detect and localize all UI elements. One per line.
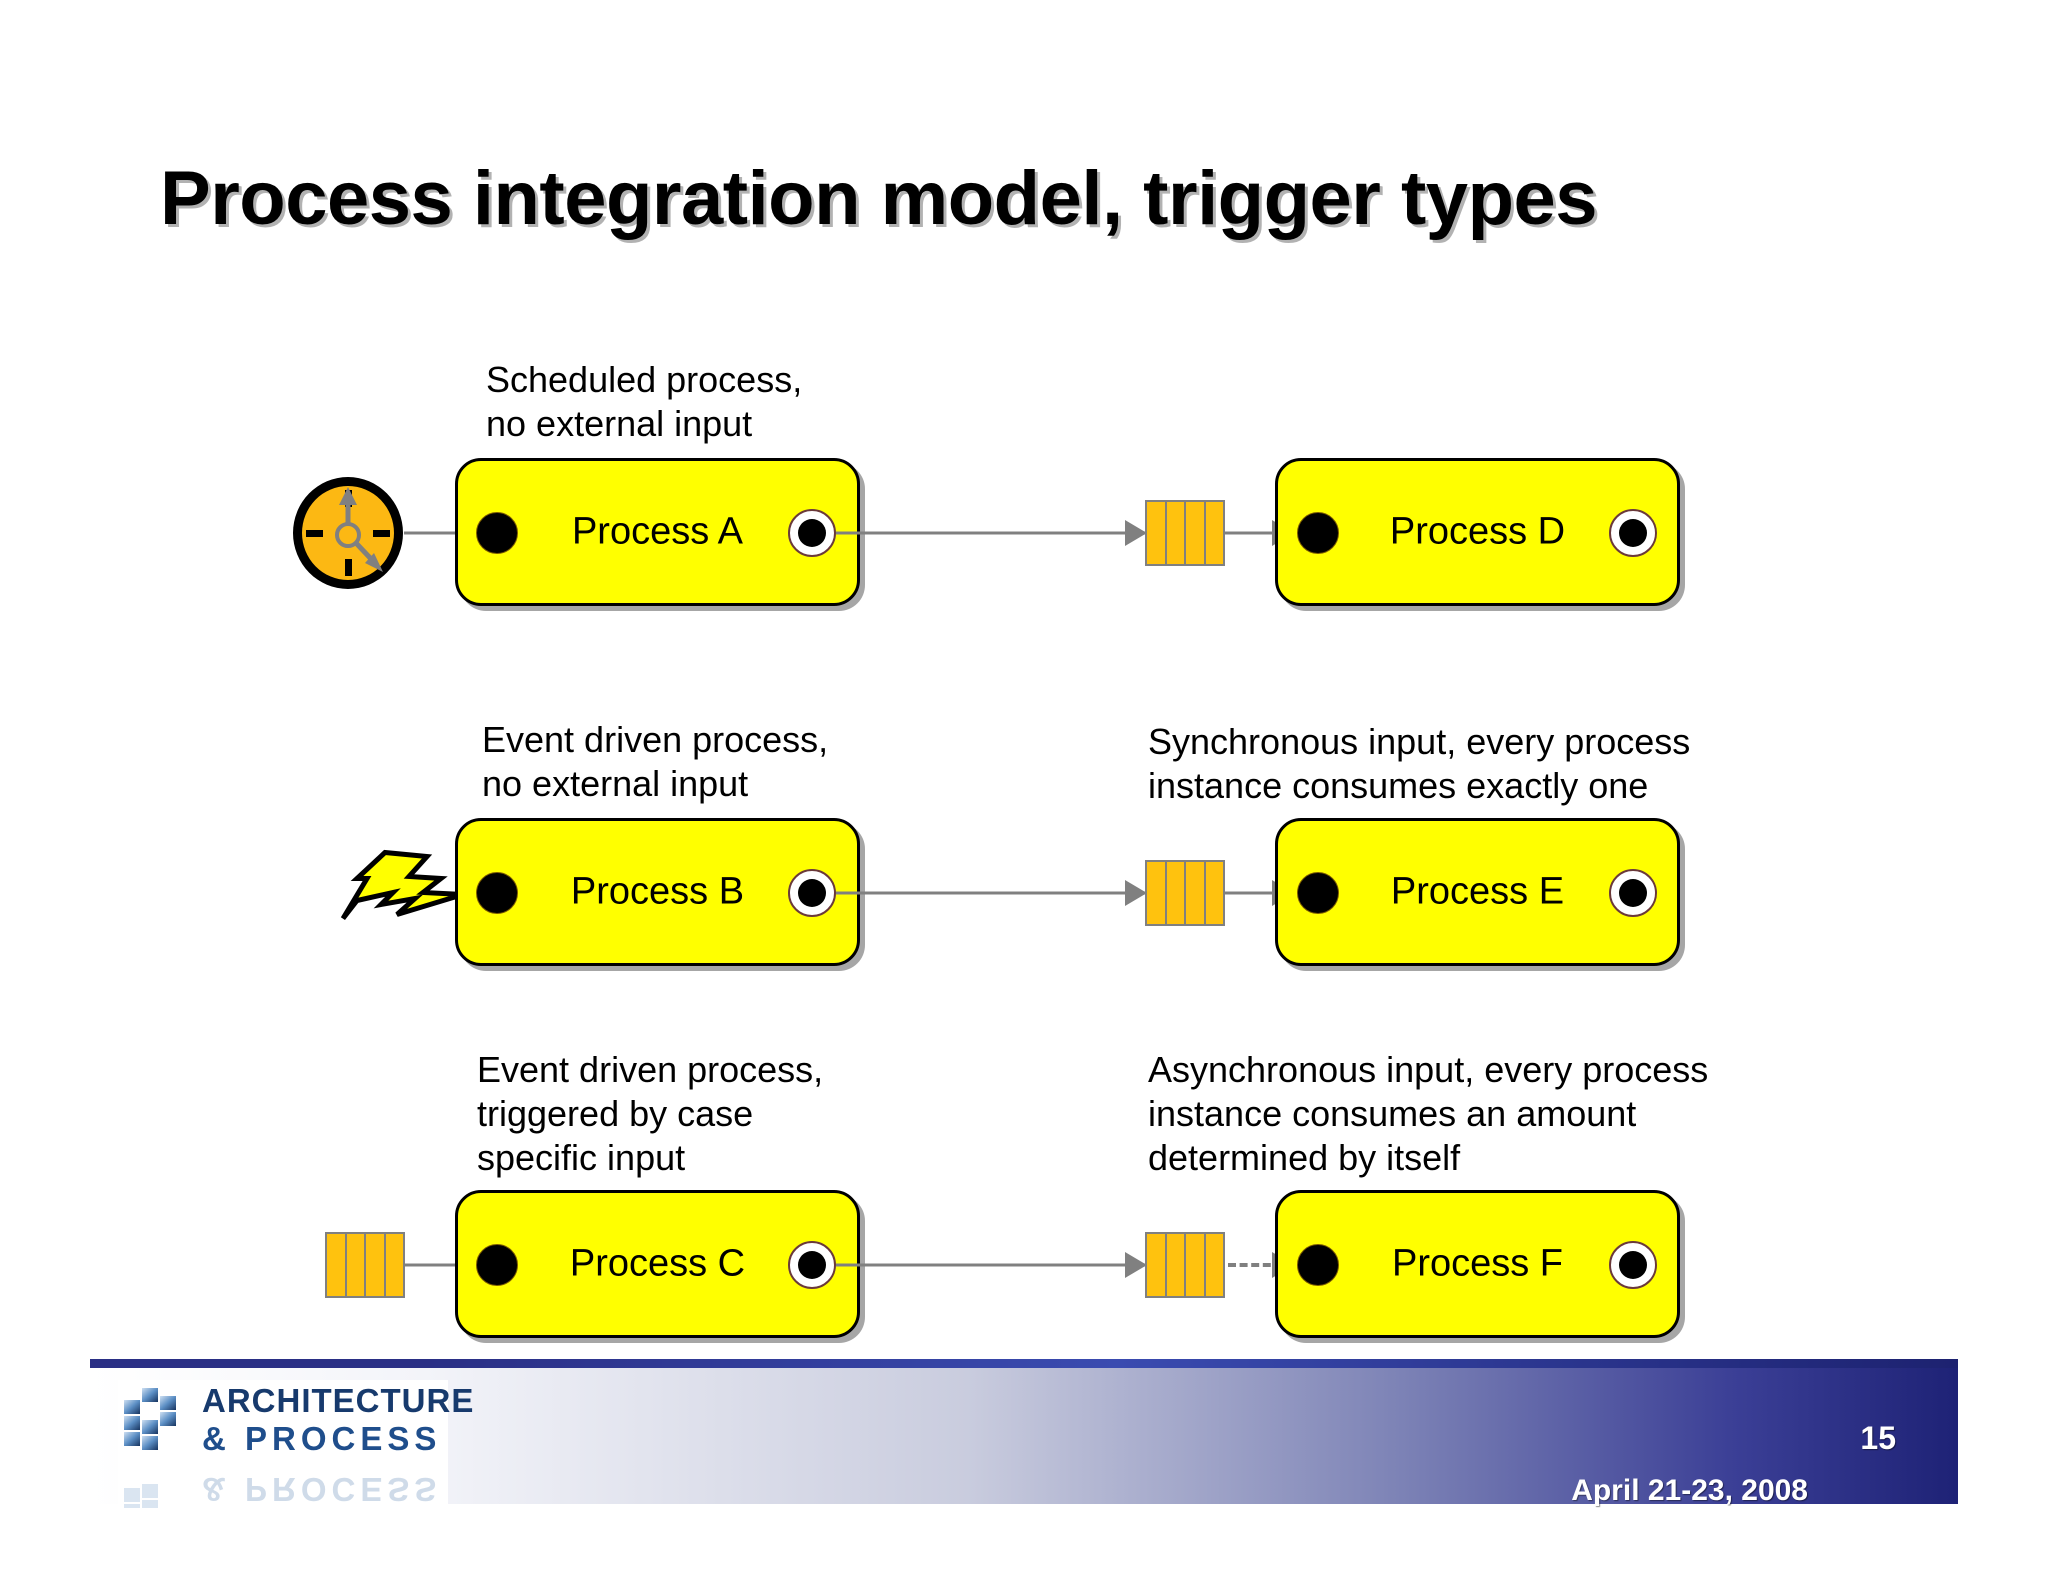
queue-cell [1206, 502, 1224, 564]
start-node-process-e [1297, 872, 1339, 914]
start-node-process-b [476, 872, 518, 914]
queue-cell [347, 1234, 366, 1296]
connector-process-a-to-queue [836, 531, 1146, 535]
connector-process-b-to-queue [836, 891, 1146, 895]
connector-queue-to-process-e [1225, 891, 1295, 895]
connector-process-c-to-queue [836, 1263, 1146, 1267]
queue-cell [1206, 862, 1224, 924]
clock-icon [293, 477, 403, 589]
footer-gradient-bar: ARCHITECTURE & PROCESS [90, 1368, 1958, 1508]
process-integration-diagram: Scheduled process, no external input Pro… [293, 359, 1709, 1338]
end-node-process-c [788, 1241, 836, 1289]
queue-cell [386, 1234, 404, 1296]
queue-cell [1206, 1234, 1224, 1296]
lightning-icon [335, 843, 475, 938]
queue-cell [327, 1234, 347, 1296]
connector-dashed-queue-to-process-f [1228, 1263, 1294, 1267]
queue-icon-a-to-d [1145, 500, 1225, 566]
end-node-process-e [1609, 869, 1657, 917]
queue-cell [1147, 862, 1167, 924]
end-node-process-f [1609, 1241, 1657, 1289]
start-node-process-a [476, 512, 518, 554]
clock-tick-3 [373, 530, 390, 537]
start-node-process-f [1297, 1244, 1339, 1286]
clock-tick-9 [306, 530, 323, 537]
caption-case-specific-input: Event driven process, triggered by case … [477, 1049, 824, 1178]
logo-line-process: & PROCESS [202, 1420, 442, 1457]
connector-input-queue-to-process-c [405, 1263, 475, 1267]
start-node-process-c [476, 1244, 518, 1286]
connector-queue-to-process-d [1225, 531, 1295, 535]
page-number: 15 [1860, 1420, 1896, 1456]
queue-cell [1167, 1234, 1186, 1296]
slide-footer: ARCHITECTURE & PROCESS [90, 1359, 1958, 1508]
logo-reflection-line-process: & PROCESS [202, 1471, 442, 1508]
end-node-process-b [788, 869, 836, 917]
end-node-process-d [1609, 509, 1657, 557]
queue-cell [1186, 1234, 1206, 1296]
arrowhead-process-a-to-queue [1125, 520, 1147, 546]
footer-top-rule [90, 1359, 1958, 1368]
connector-clock-to-process-a [404, 531, 474, 535]
clock-hands-icon [335, 487, 383, 572]
logo-line-architecture: ARCHITECTURE [202, 1382, 475, 1419]
queue-cell [1167, 862, 1186, 924]
arrowhead-process-b-to-queue [1125, 880, 1147, 906]
end-node-process-a [788, 509, 836, 557]
start-node-process-d [1297, 512, 1339, 554]
queue-cell [1186, 862, 1206, 924]
queue-cell [1186, 502, 1206, 564]
queue-cell [1147, 502, 1167, 564]
event-date: April 21-23, 2008 [1571, 1474, 1808, 1507]
caption-synchronous-input: Synchronous input, every process instanc… [1148, 721, 1691, 806]
queue-cell [1147, 1234, 1167, 1296]
queue-icon-input-c [325, 1232, 405, 1298]
queue-cell [1167, 502, 1186, 564]
queue-cell [366, 1234, 386, 1296]
queue-icon-c-to-f [1145, 1232, 1225, 1298]
logo-wordmark: ARCHITECTURE & PROCESS [202, 1382, 474, 1458]
page-title: Process integration model, trigger types [160, 156, 1598, 241]
queue-icon-b-to-e [1145, 860, 1225, 926]
logo-blocks-icon [124, 1388, 176, 1450]
caption-asynchronous-input: Asynchronous input, every process instan… [1148, 1049, 1709, 1178]
logo-reflection: ARCHITECTURE & PROCESS [122, 1462, 442, 1508]
caption-scheduled-process: Scheduled process, no external input [486, 359, 803, 444]
caption-event-driven-process: Event driven process, no external input [482, 719, 829, 804]
event-info: April 21-23, 2008 Renaissance Washington… [1386, 1396, 1808, 1582]
arrowhead-process-c-to-queue [1125, 1252, 1147, 1278]
clock-tick-6 [345, 559, 352, 576]
logo-reflection-blocks-icon [124, 1484, 158, 1508]
logo-reflection-text: ARCHITECTURE & PROCESS [202, 1470, 442, 1508]
architecture-and-process-logo: ARCHITECTURE & PROCESS [118, 1380, 473, 1508]
